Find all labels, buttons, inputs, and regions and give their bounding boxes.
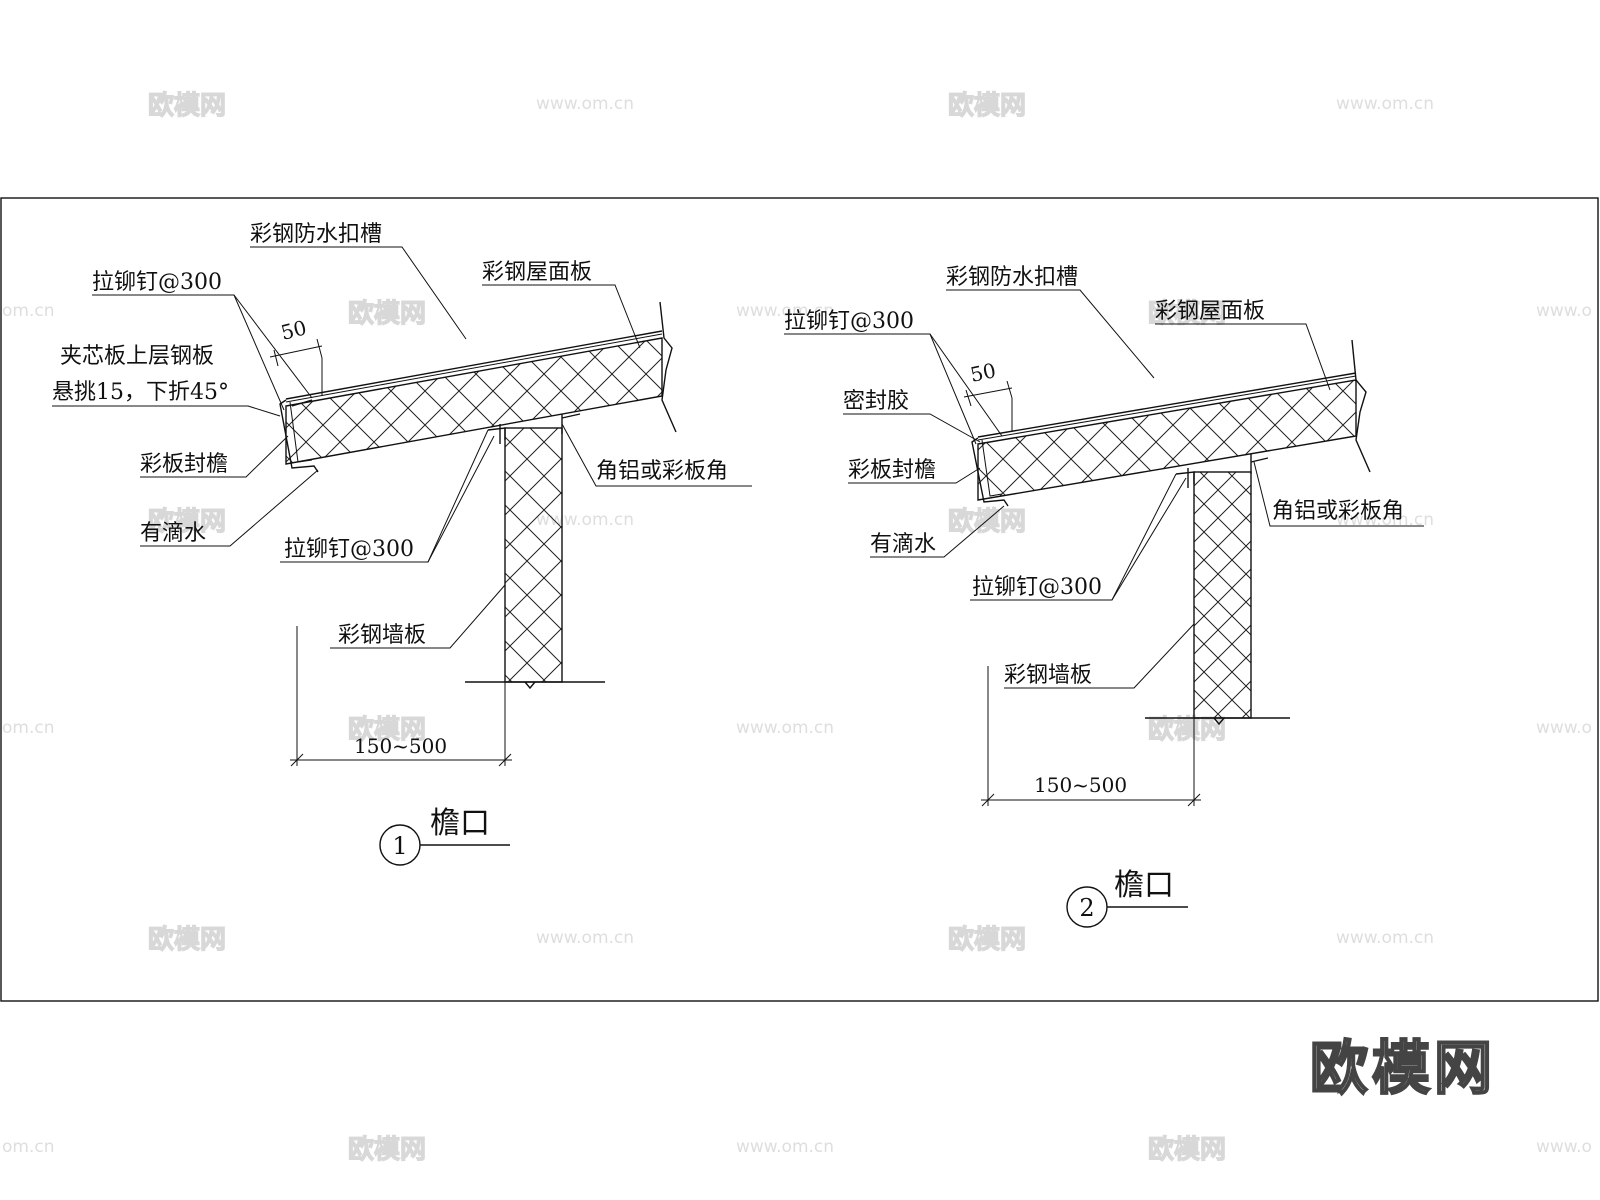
label-rivet-top: 拉铆钉@300 (784, 309, 914, 334)
detail-1 (52, 246, 752, 866)
dim-lap: 50 (278, 315, 309, 344)
watermark-url: www.om.cn (736, 718, 834, 738)
watermark-url: www.o (1536, 301, 1592, 321)
brand-logo: 欧模网 (1310, 1034, 1496, 1102)
detail-2 (784, 289, 1424, 928)
watermark-url: www.o (1536, 1137, 1592, 1157)
label-wall-panel: 彩钢墙板 (338, 623, 426, 648)
label-wall-panel: 彩钢墙板 (1004, 663, 1092, 688)
watermark-brand: 欧模网 (148, 506, 226, 537)
roof-panel-1 (285, 337, 663, 465)
detail-number: 2 (1079, 894, 1094, 922)
detail-title: 檐口 (430, 806, 490, 841)
watermark-url: www.om.cn (1336, 928, 1434, 948)
detail-number: 1 (392, 832, 407, 860)
label-drip: 有滴水 (870, 532, 936, 557)
watermark-brand: 欧模网 (948, 506, 1026, 537)
watermark-brand: 欧模网 (348, 1134, 426, 1165)
drawing-frame (0, 197, 1599, 1002)
detail-title: 檐口 (1114, 868, 1174, 903)
label-groove: 彩钢防水扣槽 (250, 222, 382, 247)
watermark-url: www.om.cn (536, 94, 634, 114)
wall-panel-2 (1193, 471, 1252, 719)
label-corner: 角铝或彩板角 (596, 459, 728, 484)
watermark-url: om.cn (2, 1137, 55, 1157)
watermark-url: om.cn (2, 718, 55, 738)
watermark-brand: 欧模网 (148, 924, 226, 955)
watermark-url: www.om.cn (536, 928, 634, 948)
label-corner: 角铝或彩板角 (1272, 499, 1404, 524)
watermark-brand: 欧模网 (348, 714, 426, 745)
watermark-url: www.om.cn (1336, 94, 1434, 114)
watermark-brand: 欧模网 (948, 924, 1026, 955)
label-roof-panel: 彩钢屋面板 (482, 260, 592, 285)
label-overhang-line2: 悬挑15，下折45° (52, 380, 229, 405)
dim-lap: 50 (968, 358, 998, 387)
label-eave-seal: 彩板封檐 (848, 458, 936, 483)
watermark-url: www.om.cn (736, 1137, 834, 1157)
watermark-brand: 欧模网 (1148, 1134, 1226, 1165)
roof-panel-2 (977, 379, 1357, 501)
dim-range: 150~500 (1034, 773, 1127, 797)
label-eave-seal: 彩板封檐 (140, 452, 228, 477)
wall-panel-1 (504, 427, 563, 683)
label-drip: 有滴水 (140, 521, 206, 546)
label-overhang-line1: 夹芯板上层钢板 (60, 344, 214, 369)
watermark-layer: 欧模网 www.om.cn 欧模网 www.om.cn om.cn 欧模网 ww… (2, 89, 1592, 1165)
watermark-url: om.cn (2, 301, 55, 321)
label-rivet-top: 拉铆钉@300 (92, 270, 222, 295)
watermark-brand: 欧模网 (348, 298, 426, 329)
watermark-url: www.om.cn (1336, 510, 1434, 530)
watermark-brand: 欧模网 (948, 90, 1026, 121)
label-roof-panel: 彩钢屋面板 (1155, 299, 1265, 324)
watermark-url: www.o (1536, 718, 1592, 738)
label-rivet-bottom: 拉铆钉@300 (972, 575, 1102, 600)
watermark-brand: 欧模网 (1148, 714, 1226, 745)
watermark-brand: 欧模网 (148, 90, 226, 121)
watermark-url: www.om.cn (736, 301, 834, 321)
label-groove: 彩钢防水扣槽 (946, 265, 1078, 290)
label-rivet-bottom: 拉铆钉@300 (284, 537, 414, 562)
label-sealant: 密封胶 (843, 389, 909, 414)
dim-range: 150~500 (354, 734, 447, 758)
